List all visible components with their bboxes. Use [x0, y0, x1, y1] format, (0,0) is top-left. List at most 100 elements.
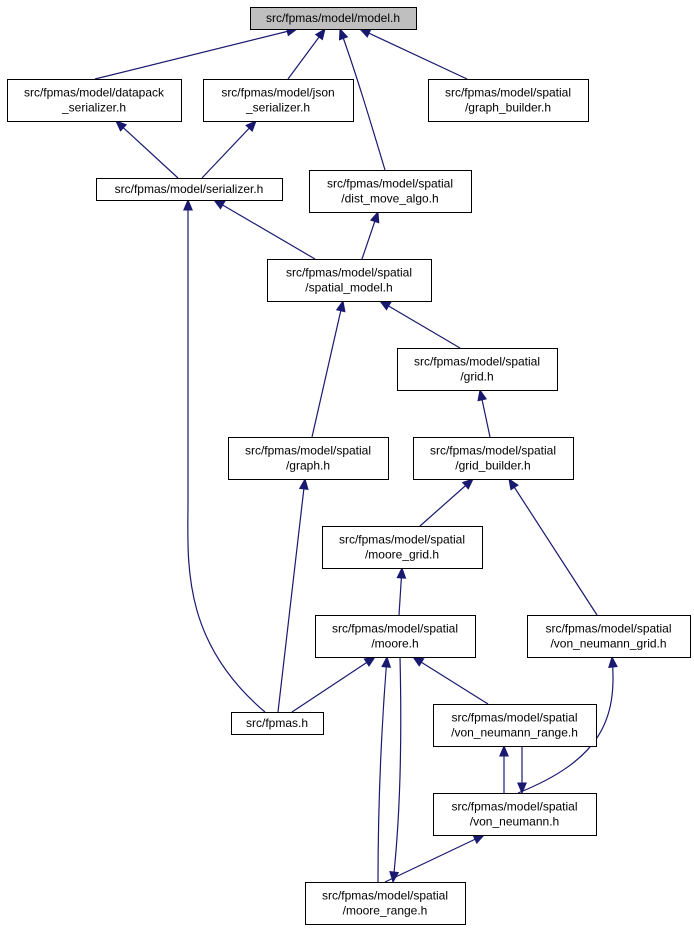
node-grid-builder-h[interactable]: src/fpmas/model/spatial/grid_builder.h: [413, 437, 574, 480]
edge-line: [339, 28, 386, 171]
node-box[interactable]: [428, 79, 589, 122]
node-label-line: /moore_grid.h: [365, 548, 439, 562]
edge-moore_range_h-to-moore_h: [377, 655, 392, 883]
arrow-head: [517, 782, 527, 795]
node-label-line: src/fpmas/model/spatial: [545, 622, 671, 636]
node-box[interactable]: [527, 615, 691, 658]
node-box[interactable]: [228, 437, 389, 480]
arrow-head: [499, 744, 509, 757]
edge-line: [384, 834, 485, 883]
node-grid-h[interactable]: src/fpmas/model/spatial/grid.h: [397, 348, 558, 391]
edge-line: [379, 300, 461, 349]
node-box[interactable]: [96, 178, 283, 201]
node-von-neumann-range-h[interactable]: src/fpmas/model/spatial/von_neumann_rang…: [433, 704, 597, 747]
edge-line: [377, 656, 388, 883]
arrow-head: [314, 27, 326, 41]
node-label-line: /von_neumann_grid.h: [550, 637, 666, 651]
node-box[interactable]: [7, 79, 182, 122]
edge-serializer_h-to-datapack_serializer_h: [115, 120, 179, 179]
node-label-line: src/fpmas/model/spatial: [414, 355, 540, 369]
node-box[interactable]: [397, 348, 558, 391]
node-label-line: src/fpmas/model/spatial: [322, 889, 448, 903]
arrow-head: [411, 656, 425, 667]
arrow-head: [245, 120, 257, 132]
edge-line: [311, 300, 344, 438]
edge-graph_h-to-spatial_model_h: [311, 299, 346, 438]
edge-grid_h-to-spatial_model_h: [378, 300, 461, 349]
node-moore-h[interactable]: src/fpmas/model/spatial/moore.h: [315, 615, 476, 658]
node-spatial-model-h[interactable]: src/fpmas/model/spatial/spatial_model.h: [267, 259, 432, 302]
node-moore-grid-h[interactable]: src/fpmas/model/spatial/moore_grid.h: [322, 526, 483, 569]
node-serializer-h[interactable]: src/fpmas/model/serializer.h: [96, 178, 283, 201]
edge-von_neumann_h-to-von_neumann_range_h: [499, 744, 509, 793]
arrow-head: [461, 478, 474, 490]
edge-line: [508, 478, 598, 616]
node-label-line: /graph_builder.h: [465, 101, 551, 115]
node-label-line: src/fpmas/model/spatial: [286, 266, 412, 280]
node-dist-move-algo-h[interactable]: src/fpmas/model/spatial/dist_move_algo.h: [309, 170, 472, 213]
arrow-head: [335, 299, 346, 313]
edge-fpmas_h-to-moore_h: [291, 656, 377, 713]
node-label-line: /moore.h: [371, 637, 418, 651]
node-label-line: /spatial_model.h: [305, 281, 392, 295]
node-moore-range-h[interactable]: src/fpmas/model/spatial/moore_range.h: [305, 882, 466, 925]
node-label-line: _serializer.h: [61, 101, 126, 115]
edge-serializer_h-to-json_serializer_h: [201, 120, 257, 179]
node-label-line: src/fpmas/model/serializer.h: [115, 182, 264, 196]
node-json-serializer-h[interactable]: src/fpmas/model/json_serializer.h: [203, 79, 354, 122]
arrow-head: [298, 477, 309, 490]
node-box[interactable]: [267, 259, 432, 302]
node-box[interactable]: [305, 882, 466, 925]
arrow-head: [396, 566, 407, 579]
node-box[interactable]: [413, 437, 574, 480]
node-box[interactable]: [250, 7, 417, 30]
arrow-head: [212, 199, 226, 210]
node-label-line: src/fpmas/model/spatial: [451, 800, 577, 814]
edge-line: [517, 656, 614, 794]
edge-von_neumann_grid_h-to-grid_builder_h: [508, 477, 598, 616]
node-label-line: /grid_builder.h: [455, 459, 530, 473]
node-box[interactable]: [309, 170, 472, 213]
node-box[interactable]: [231, 712, 324, 735]
node-model-h[interactable]: src/fpmas/model/model.h: [250, 7, 417, 30]
edge-spatial_model_h-to-serializer_h: [212, 199, 316, 260]
node-datapack-serializer-h[interactable]: src/fpmas/model/datapack_serializer.h: [7, 79, 182, 122]
edge-spatial_model_h-to-dist_move_algo_h: [361, 210, 380, 260]
node-box[interactable]: [433, 704, 597, 747]
node-box[interactable]: [433, 793, 597, 836]
edge-line: [201, 120, 257, 179]
edge-json_serializer_h-to-model_h: [287, 27, 326, 80]
arrow-head: [338, 27, 349, 41]
node-label-line: /moore_range.h: [343, 904, 428, 918]
node-box[interactable]: [315, 615, 476, 658]
edge-moore_h-to-moore_grid_h: [396, 566, 407, 616]
node-fpmas-h[interactable]: src/fpmas.h: [231, 712, 324, 735]
node-label-line: src/fpmas/model/spatial: [445, 86, 571, 100]
node-von-neumann-grid-h[interactable]: src/fpmas/model/spatial/von_neumann_grid…: [527, 615, 691, 658]
edge-line: [115, 120, 179, 179]
node-label-line: src/fpmas/model/spatial: [245, 444, 371, 458]
edge-line: [412, 656, 489, 705]
node-label-line: src/fpmas/model/spatial: [430, 444, 556, 458]
node-label-line: src/fpmas/model/spatial: [339, 533, 465, 547]
arrow-head: [363, 656, 377, 667]
node-label-line: _serializer.h: [245, 101, 310, 115]
arrow-head: [381, 655, 392, 668]
nodes-layer: src/fpmas/model/model.h src/fpmas/model/d…: [7, 7, 691, 925]
edge-moore_range_h-to-von_neumann_h: [384, 834, 486, 883]
node-label-line: src/fpmas/model/spatial: [327, 177, 453, 191]
edge-fpmas_h-to-graph_h: [277, 477, 309, 713]
node-graph-h[interactable]: src/fpmas/model/spatial/graph.h: [228, 437, 389, 480]
edge-von_neumann_range_h-to-von_neumann_h: [517, 746, 527, 795]
edge-line: [291, 656, 376, 713]
node-label-line: /grid.h: [460, 370, 493, 384]
edge-line: [392, 656, 402, 883]
node-von-neumann-h[interactable]: src/fpmas/model/spatial/von_neumann.h: [433, 793, 597, 836]
node-box[interactable]: [203, 79, 354, 122]
edge-line: [213, 199, 316, 260]
edge-line: [187, 200, 266, 713]
node-box[interactable]: [322, 526, 483, 569]
node-graph-builder-h[interactable]: src/fpmas/model/spatial/graph_builder.h: [428, 79, 589, 122]
edge-grid_builder_h-to-grid_h: [477, 388, 491, 438]
